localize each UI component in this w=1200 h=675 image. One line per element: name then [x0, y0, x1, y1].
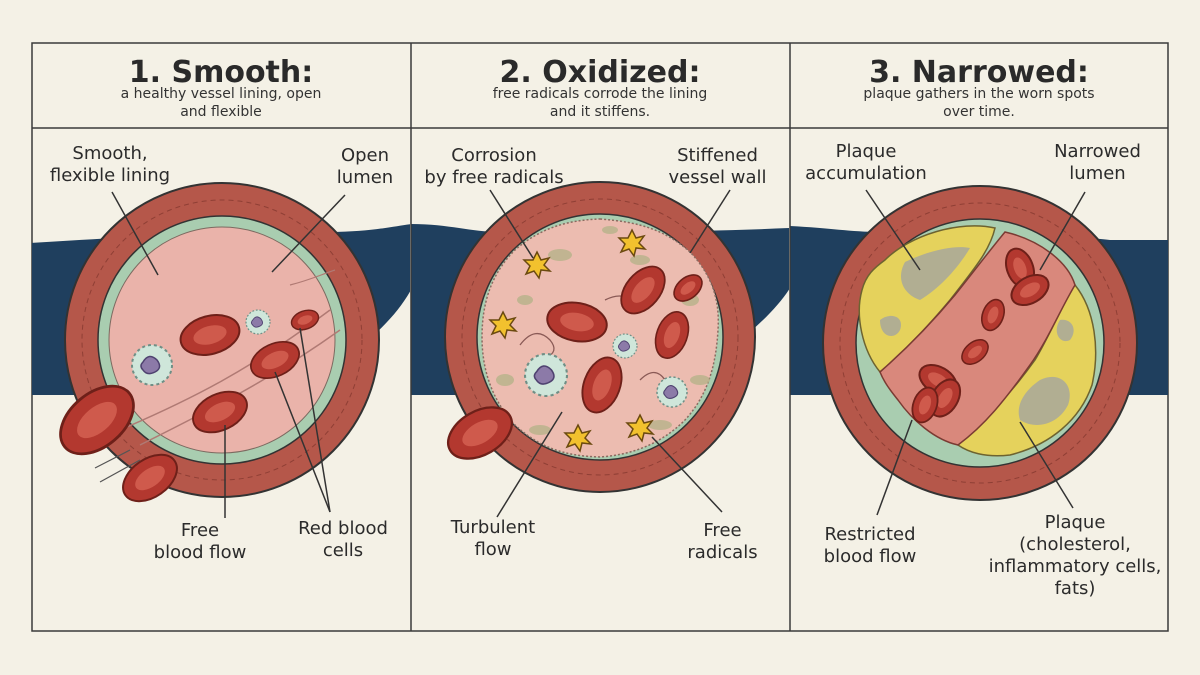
label-plaque-accumulation: Plaque accumulation: [805, 141, 927, 184]
label-restricted-flow: Restricted blood flow: [823, 524, 917, 567]
panel-title: 1. Smooth:: [128, 55, 314, 90]
leader-lines: [865, 189, 1086, 516]
panel-title: 2. Oxidized:: [499, 55, 701, 90]
label-free-radicals: Free radicals: [687, 520, 758, 563]
label-lumen: Open lumen: [336, 145, 394, 188]
label-flow: Free blood flow: [153, 520, 247, 563]
label-stiffened: Stiffened vessel wall: [668, 145, 767, 188]
leader-lines: [111, 191, 346, 518]
panel-dividers: [32, 43, 1168, 631]
label-lining: Smooth, flexible lining: [49, 143, 171, 186]
panel-subtitle: a healthy vessel lining, open and flexib…: [120, 86, 322, 120]
label-corrosion: Corrosion by free radicals: [424, 145, 564, 188]
white-blood-cell: [523, 352, 569, 398]
label-rbc: Red blood cells: [298, 518, 388, 561]
white-blood-cell: [656, 376, 688, 408]
white-blood-cell: [131, 344, 173, 386]
label-turbulent: Turbulent flow: [450, 517, 536, 560]
leader-lines: [489, 189, 731, 518]
white-blood-cell: [245, 309, 271, 335]
label-narrowed-lumen: Narrowed lumen: [1054, 141, 1141, 184]
white-blood-cell: [612, 333, 638, 359]
panel-title: 3. Narrowed:: [869, 55, 1089, 90]
panel-subtitle: free radicals corrode the lining and it …: [492, 86, 708, 120]
panel-subtitle: plaque gathers in the worn spots over ti…: [863, 86, 1095, 120]
label-plaque: Plaque (cholesterol, inflammatory cells,…: [988, 512, 1162, 599]
